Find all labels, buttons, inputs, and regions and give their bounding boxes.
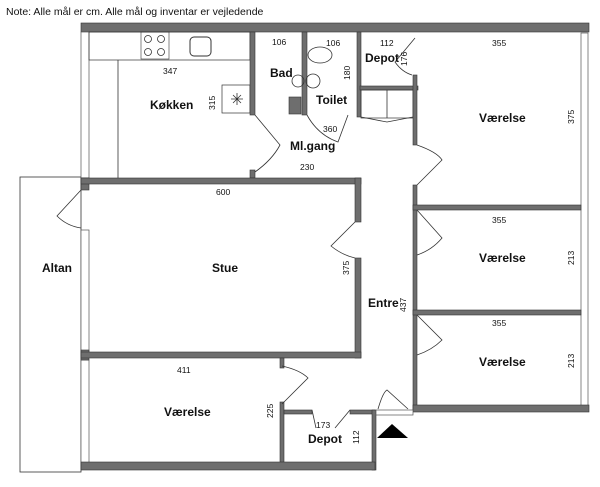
dim-kokken-width: 347 bbox=[163, 66, 177, 76]
toilet-bowl-icon bbox=[307, 46, 333, 64]
room-label-depot-bottom: Depot bbox=[308, 432, 342, 446]
doors bbox=[56, 37, 443, 429]
altan-area bbox=[19, 176, 82, 473]
dim-vaerelse-4-depth: 225 bbox=[265, 404, 275, 418]
dim-depot-top-depth: 176 bbox=[399, 52, 409, 66]
walls bbox=[80, 22, 590, 471]
room-label-altan: Altan bbox=[42, 261, 72, 275]
room-labels: Køkken 347 315 Bad 106 Toilet 106 180 De… bbox=[42, 37, 576, 446]
room-label-vaerelse-4: Værelse bbox=[164, 405, 211, 419]
lamp-icon bbox=[231, 93, 243, 105]
room-label-stue: Stue bbox=[212, 261, 238, 275]
dim-kokken-depth: 315 bbox=[207, 96, 217, 110]
note-text: Note: Alle mål er cm. Alle mål og invent… bbox=[6, 6, 264, 18]
dim-depot-top-width: 112 bbox=[380, 38, 394, 48]
dim-vaerelse-1-width: 355 bbox=[492, 38, 506, 48]
room-label-entre: Entre bbox=[368, 296, 399, 310]
dim-depot-bottom-width: 173 bbox=[316, 420, 330, 430]
room-label-kokken: Køkken bbox=[150, 98, 193, 112]
entrance-arrow-icon bbox=[377, 424, 408, 438]
stove-icon bbox=[140, 31, 170, 60]
dim-stue-width: 600 bbox=[216, 187, 230, 197]
room-label-vaerelse-1: Værelse bbox=[479, 111, 526, 125]
washbasin-icon-bad bbox=[291, 74, 305, 88]
dim-vaerelse-2-depth: 213 bbox=[566, 251, 576, 265]
sink-icon bbox=[189, 36, 212, 57]
dim-vaerelse-4-width: 411 bbox=[177, 365, 191, 375]
dim-toilet-width: 106 bbox=[326, 38, 340, 48]
room-label-vaerelse-3: Værelse bbox=[479, 355, 526, 369]
washbasin-icon bbox=[305, 73, 321, 89]
dim-vaerelse-2-width: 355 bbox=[492, 215, 506, 225]
room-label-toilet: Toilet bbox=[316, 93, 347, 107]
room-label-vaerelse-2: Værelse bbox=[479, 251, 526, 265]
dim-vaerelse-3-depth: 213 bbox=[566, 354, 576, 368]
dim-depot-bottom-depth: 112 bbox=[351, 430, 361, 444]
dim-toilet-depth: 180 bbox=[342, 66, 352, 80]
dim-bad-width: 106 bbox=[272, 37, 286, 47]
dim-stue-depth: 375 bbox=[341, 261, 351, 275]
dim-mlgang-depth: 230 bbox=[300, 162, 314, 172]
room-label-mlgang: Ml.gang bbox=[290, 139, 335, 153]
dim-mlgang-width: 360 bbox=[323, 124, 337, 134]
dim-vaerelse-1-depth: 375 bbox=[566, 110, 576, 124]
fixtures bbox=[140, 31, 333, 105]
room-label-bad: Bad bbox=[270, 66, 293, 80]
dim-vaerelse-3-width: 355 bbox=[492, 318, 506, 328]
room-label-depot-top: Depot bbox=[365, 51, 399, 65]
dim-entre-depth: 437 bbox=[398, 298, 408, 312]
